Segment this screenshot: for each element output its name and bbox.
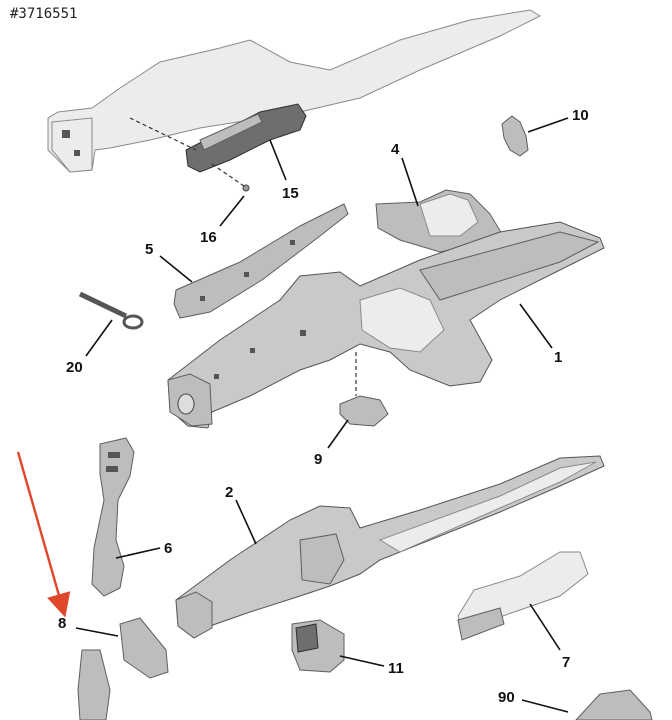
part-4-wheel-arch-panel[interactable] [375, 189, 503, 253]
upper-frame-rail-ghost [47, 9, 542, 173]
part-5-rail-section[interactable] [173, 203, 349, 319]
part-2-front-side-member[interactable] [175, 455, 605, 639]
callout-label-11: 11 [388, 660, 404, 677]
callout-label-90: 90 [498, 689, 515, 706]
callout-label-1: 1 [554, 349, 562, 366]
part-20-tow-eye[interactable] [78, 291, 144, 330]
callout-label-5: 5 [145, 241, 153, 258]
callout-label-7: 7 [562, 654, 570, 671]
callout-label-15: 15 [282, 185, 299, 202]
callout-label-9: 9 [314, 451, 322, 468]
part-1-front-side-member[interactable] [167, 221, 605, 429]
callout-label-16: 16 [200, 229, 217, 246]
part-11-bracket[interactable] [291, 619, 345, 673]
part-8-bracket[interactable] [77, 617, 169, 720]
part-90-plate[interactable] [575, 689, 653, 720]
part-15-bracket[interactable] [185, 103, 307, 173]
callout-label-4: 4 [391, 141, 400, 158]
dashed-guide-16 [211, 163, 245, 187]
dashed-guide-upper [129, 117, 197, 151]
part-9-support[interactable] [339, 352, 389, 427]
part-6-vertical-bracket[interactable] [91, 437, 135, 597]
highlight-arrow [16, 451, 71, 618]
part-10-clip[interactable] [501, 115, 529, 157]
callout-label-2: 2 [225, 484, 233, 501]
part-16-bolt[interactable] [242, 184, 250, 192]
callout-label-20: 20 [66, 359, 83, 376]
reference-id: #3716551 [10, 6, 78, 22]
callout-label-6: 6 [164, 540, 172, 557]
callout-leaders [75, 117, 569, 713]
callout-label-10: 10 [572, 107, 589, 124]
part-7-wheel-arch-panel[interactable] [457, 551, 589, 641]
callout-label-8: 8 [58, 615, 66, 632]
